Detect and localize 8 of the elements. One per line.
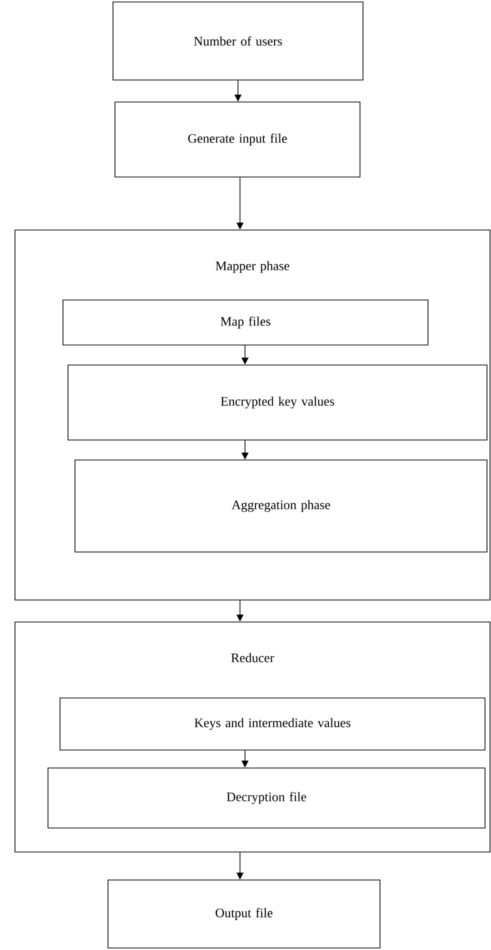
process-box: Decryption file <box>48 768 486 828</box>
process-box: Aggregation phase <box>74 460 488 552</box>
process-box: Generate input file <box>114 102 360 178</box>
process-box: Number of users <box>112 2 364 80</box>
process-box: Encrypted key values <box>68 364 488 440</box>
process-box: Output file <box>108 880 380 948</box>
process-box: Map files <box>62 300 428 346</box>
process-box: Keys and intermediate values <box>60 698 486 750</box>
